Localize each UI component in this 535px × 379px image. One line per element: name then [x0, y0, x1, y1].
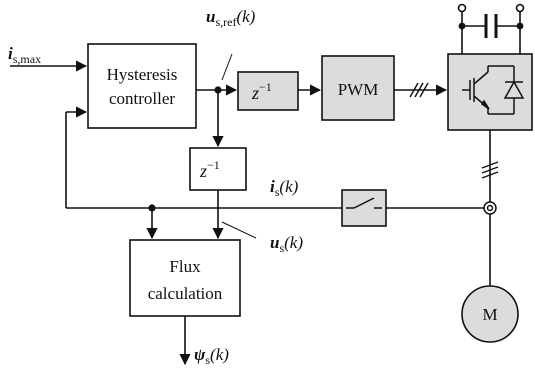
leader-u-s — [221, 221, 257, 239]
sampling-switch — [341, 189, 387, 227]
hysteresis-label-2: controller — [109, 89, 175, 108]
dc-node-left — [458, 22, 466, 30]
hysteresis-controller-block: Hysteresis controller — [87, 43, 197, 129]
svg-text:ψs(k): ψs(k) — [194, 345, 229, 367]
pwm-label: PWM — [338, 80, 379, 99]
bus-slashes-3phase — [409, 82, 429, 98]
dc-link-capacitor — [457, 3, 525, 54]
bus-slashes-output — [481, 161, 499, 179]
svg-text:us,ref(k): us,ref(k) — [206, 7, 256, 29]
signal-psi-s-label: ψs(k) — [194, 345, 229, 367]
flux-label-1: Flux — [169, 257, 201, 276]
igbt-icon — [462, 65, 514, 115]
signal-i-s-label: is(k) — [270, 177, 299, 199]
flux-calculation-block: Flux calculation — [129, 239, 241, 317]
signal-u-ref-label: us,ref(k) — [206, 7, 256, 29]
signal-u-s-label: us(k) — [270, 233, 303, 255]
dc-node-right — [516, 22, 524, 30]
hysteresis-label-1: Hysteresis — [107, 65, 178, 84]
diode-icon — [503, 66, 525, 114]
pwm-block: PWM — [321, 55, 395, 121]
signal-i-max-label: is,max — [8, 44, 41, 66]
delay-block-middle: z−1 — [189, 147, 247, 191]
current-sensor-node — [483, 201, 497, 215]
svg-text:is(k): is(k) — [270, 177, 299, 199]
flux-label-2: calculation — [148, 284, 223, 303]
delay-block-top: z−1 — [237, 71, 299, 111]
motor-icon: M — [461, 285, 519, 343]
inverter-block — [447, 53, 533, 131]
svg-text:z−1: z−1 — [251, 80, 272, 103]
leader-u-ref — [221, 53, 233, 81]
svg-text:is,max: is,max — [8, 44, 41, 66]
svg-text:z−1: z−1 — [199, 158, 220, 181]
motor-label: M — [482, 305, 497, 324]
svg-text:us(k): us(k) — [270, 233, 303, 255]
